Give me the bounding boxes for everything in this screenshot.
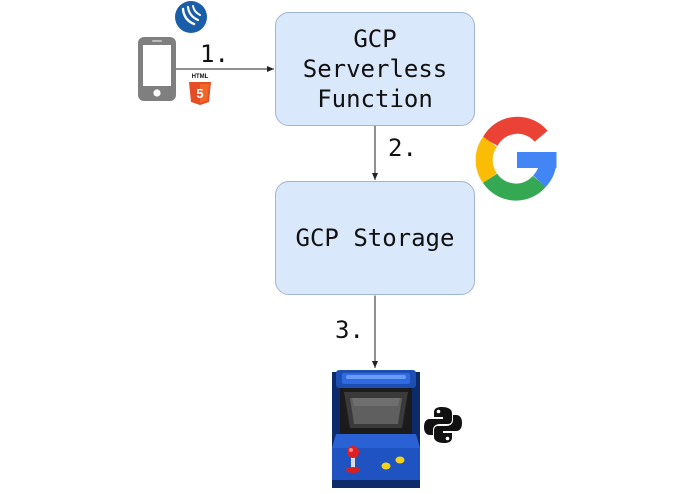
html5-number: 5 — [196, 86, 203, 101]
arcade-cabinet-icon — [332, 370, 420, 488]
edge-label-2: 2. — [388, 134, 417, 162]
smartphone-icon — [138, 37, 176, 101]
edge-label-3: 3. — [335, 316, 364, 344]
jquery-mobile-icon — [175, 1, 207, 33]
html5-icon: HTML 5 — [187, 74, 213, 106]
python-icon — [424, 407, 462, 443]
storage-label: GCP Storage — [295, 224, 455, 252]
function-line-2: Serverless — [302, 55, 448, 83]
edge-label-1: 1. — [200, 40, 229, 68]
gcp-storage-node: GCP Storage — [275, 181, 475, 295]
function-line-1: GCP — [353, 25, 397, 53]
gcp-serverless-function-node: GCP Serverless Function — [275, 12, 475, 126]
function-line-3: Function — [317, 85, 433, 113]
google-g-icon — [475, 116, 557, 201]
html5-caption: HTML — [191, 74, 209, 80]
html5-shield: 5 — [189, 82, 211, 105]
